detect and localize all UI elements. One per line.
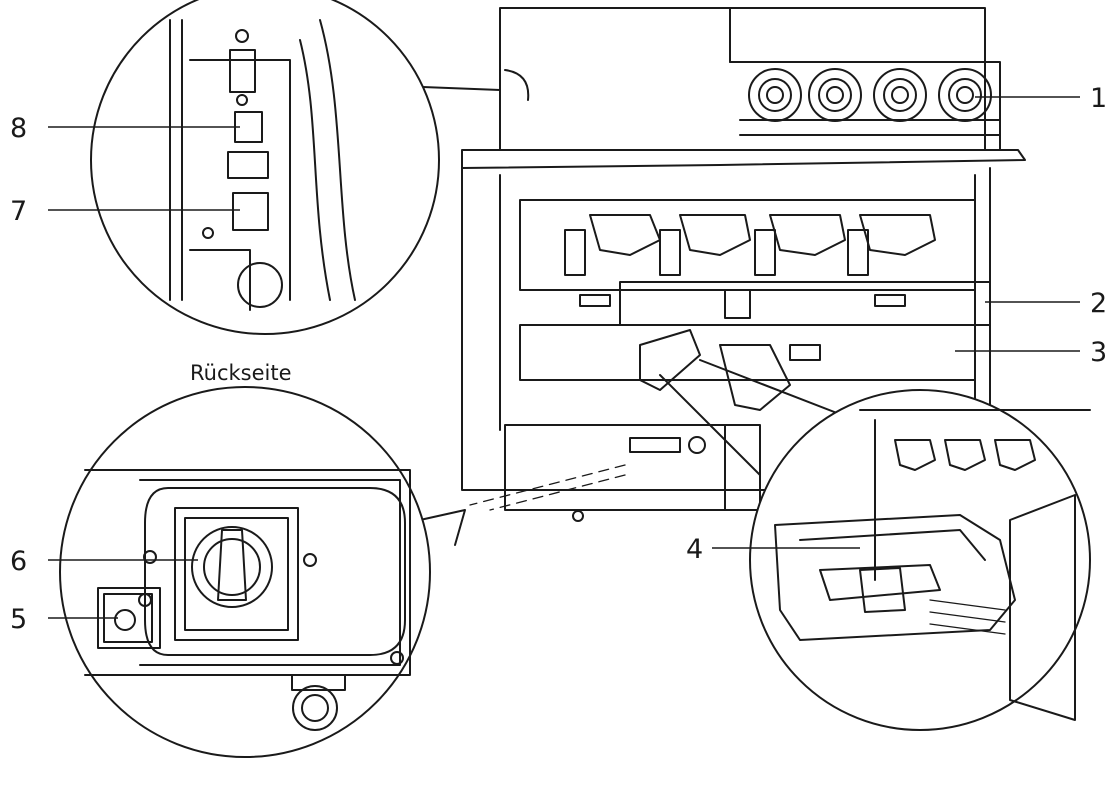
- toner-bottles: [729, 61, 1001, 151]
- callout-numbers: 1 2 3 4 5 6 7 8: [10, 83, 1107, 635]
- belt-cleaner-zoom-circle: [659, 359, 1091, 731]
- callout-1: 1: [1090, 83, 1107, 114]
- drum-units: [519, 199, 976, 291]
- callout-5: 5: [10, 604, 27, 635]
- interface-zoom-circle: [90, 0, 501, 335]
- printer-body: [461, 7, 1026, 522]
- usb-port: [234, 111, 263, 143]
- callout-8: 8: [10, 113, 27, 144]
- callout-4: 4: [686, 534, 703, 565]
- transfer-unit-cover: [619, 281, 991, 326]
- leader-lines: [48, 96, 1080, 619]
- rear-power-zoom-circle: [59, 386, 466, 758]
- main-power-switch: [191, 526, 273, 608]
- transfer-belt-cleaner: [774, 514, 1016, 641]
- release-lever: [639, 329, 701, 391]
- callout-3: 3: [1090, 337, 1107, 368]
- lan-port: [232, 192, 269, 231]
- callout-7: 7: [10, 196, 27, 227]
- callout-6: 6: [10, 546, 27, 577]
- rear-side-caption: Rückseite: [190, 361, 292, 385]
- callout-2: 2: [1090, 288, 1107, 319]
- breaker-test-button: [97, 587, 161, 649]
